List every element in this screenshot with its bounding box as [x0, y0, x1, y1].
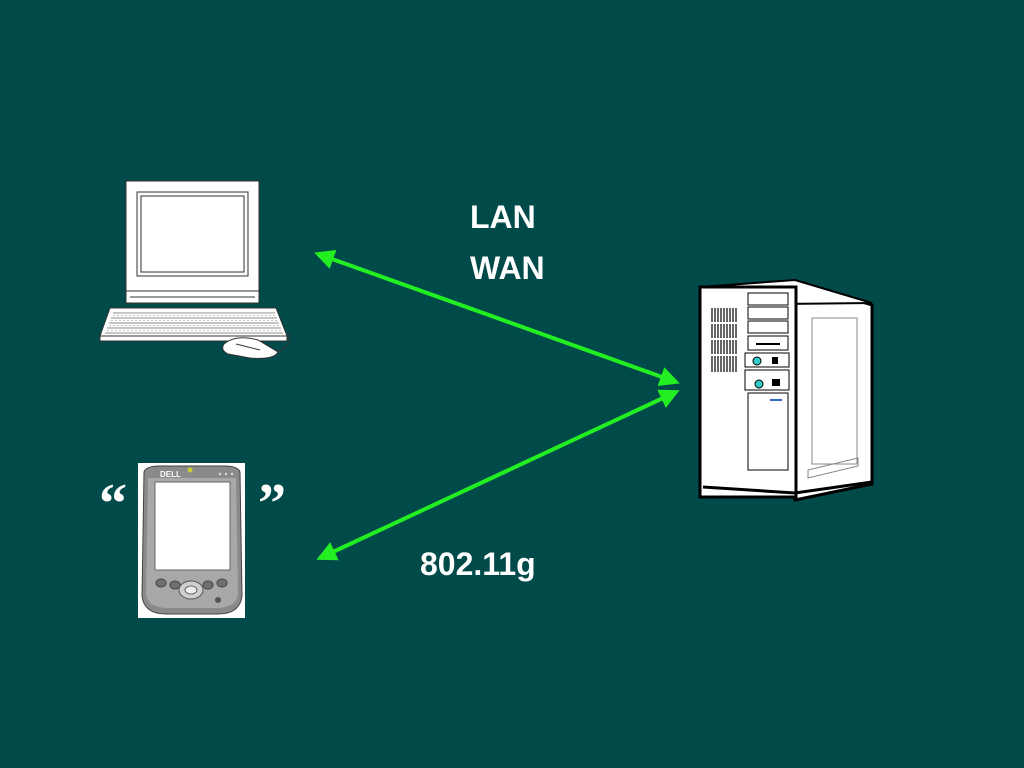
pda-brand-label: DELL [160, 470, 181, 479]
lan-label: LAN [470, 199, 536, 235]
open-quote-mark: “ [99, 473, 127, 535]
wan-label: WAN [470, 250, 545, 286]
lan-wan-arrow [314, 249, 680, 387]
wireless-standard-label: 802.11g [420, 546, 536, 582]
wireless-arrow [316, 389, 680, 561]
close-quote-mark: ” [258, 473, 286, 535]
